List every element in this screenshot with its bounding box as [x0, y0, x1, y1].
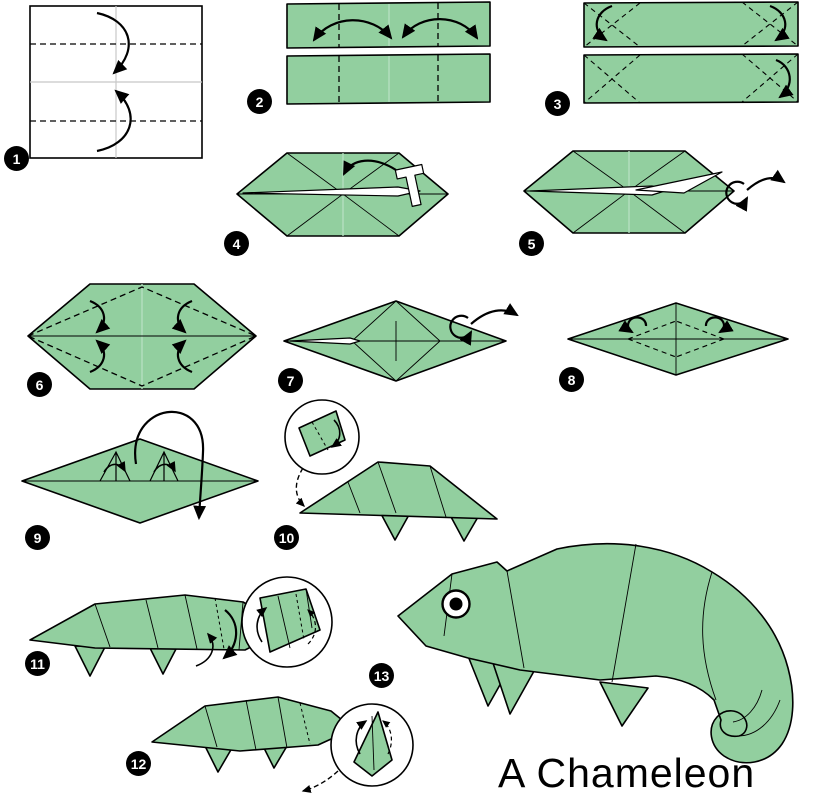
leg-flap	[149, 647, 177, 675]
tail-spiral-lines	[732, 689, 781, 737]
step-2-diagram	[286, 1, 491, 105]
step-4-diagram	[236, 152, 449, 237]
turn-over-arrow-icon	[134, 410, 207, 521]
fold-arrow-icon	[103, 460, 126, 473]
crease-lines	[371, 715, 375, 771]
step-10-diagram	[284, 399, 498, 542]
step-6-badge: 6	[27, 372, 52, 397]
swivel-arrow-icon	[704, 316, 734, 334]
chameleon-pupil	[449, 597, 463, 611]
step-5-badge: 5	[519, 231, 544, 256]
step-3-badge: 3	[545, 91, 570, 116]
paper-strip	[583, 53, 799, 104]
paper-slit	[289, 337, 361, 345]
step-9-badge: 9	[25, 525, 50, 550]
fold-arrow-icon	[307, 609, 317, 645]
step-2-badge: 2	[247, 89, 272, 114]
fold-arrow-icon	[89, 339, 111, 374]
rotate-arrow-icon	[746, 169, 786, 191]
valley-fold-line	[26, 286, 258, 387]
step-13-badge: 13	[369, 663, 394, 688]
fold-arrow-icon	[312, 19, 393, 42]
diagram-title: A Chameleon	[498, 750, 756, 796]
fold-arrow-icon	[592, 4, 613, 42]
step-1-diagram	[29, 5, 203, 159]
paper-strip	[583, 1, 799, 48]
crease-lines	[94, 594, 244, 651]
tail-crease	[702, 571, 717, 701]
leader-arrow-icon	[301, 770, 339, 793]
step-1-badge: 1	[4, 146, 29, 171]
fold-arrow-icon	[401, 18, 479, 40]
swivel-arrow-icon	[618, 316, 648, 334]
step-8-diagram	[567, 302, 789, 376]
fold-arrow-icon	[171, 299, 193, 334]
valley-fold-line	[214, 597, 225, 650]
fold-arrow-icon	[89, 299, 111, 334]
pulled-flap	[635, 171, 723, 194]
zoom-detail-paper	[259, 588, 321, 653]
step-5-diagram	[523, 150, 786, 234]
leader-arrow-icon	[295, 467, 305, 507]
crease-lines	[277, 588, 313, 649]
fold-arrow-icon	[769, 4, 790, 42]
push-tuck-symbol-icon	[394, 163, 425, 207]
step-6-diagram	[26, 283, 258, 390]
step-4-badge: 4	[224, 231, 249, 256]
fold-arrow-icon	[330, 419, 342, 448]
hind-leg	[599, 681, 649, 727]
valley-fold-line	[583, 53, 799, 104]
step-10-badge: 10	[274, 525, 299, 550]
fold-arrow-icon	[775, 58, 794, 99]
fold-arrow-icon	[382, 720, 393, 755]
paper-slit	[242, 186, 421, 197]
step-12-badge: 12	[126, 751, 151, 776]
fold-arrow-icon	[343, 159, 397, 176]
step-9-diagram	[21, 410, 259, 524]
valley-fold-line	[299, 702, 311, 745]
fold-arrow-icon	[96, 89, 132, 153]
step-11-badge: 11	[25, 651, 50, 676]
step-12-diagram	[151, 696, 414, 793]
step-3-diagram	[583, 1, 799, 104]
fold-arrow-icon	[355, 720, 368, 755]
fold-arrow-icon	[153, 460, 176, 473]
paper-body	[151, 696, 354, 752]
crease-lines	[204, 696, 288, 751]
chameleon-body	[397, 542, 794, 764]
fold-arrow-icon	[171, 339, 193, 374]
fold-arrow-icon	[222, 609, 238, 660]
leg-flap	[74, 645, 106, 677]
rotate-arrow-icon	[470, 303, 519, 325]
step-11-diagram	[29, 576, 333, 677]
crease-lines	[347, 461, 447, 518]
crease-lines	[568, 303, 788, 375]
valley-fold-line	[295, 593, 305, 641]
fold-arrow-icon	[195, 632, 218, 667]
step-7-badge: 7	[278, 368, 303, 393]
fold-arrow-icon	[96, 11, 130, 75]
step-7-diagram	[283, 300, 519, 382]
valley-fold-line	[311, 421, 329, 451]
rotate-arrow-icon	[725, 180, 749, 212]
step-13-diagram	[397, 542, 794, 764]
fold-arrow-icon	[256, 607, 268, 643]
rotate-arrow-icon	[449, 314, 473, 346]
step-8-badge: 8	[559, 367, 584, 392]
